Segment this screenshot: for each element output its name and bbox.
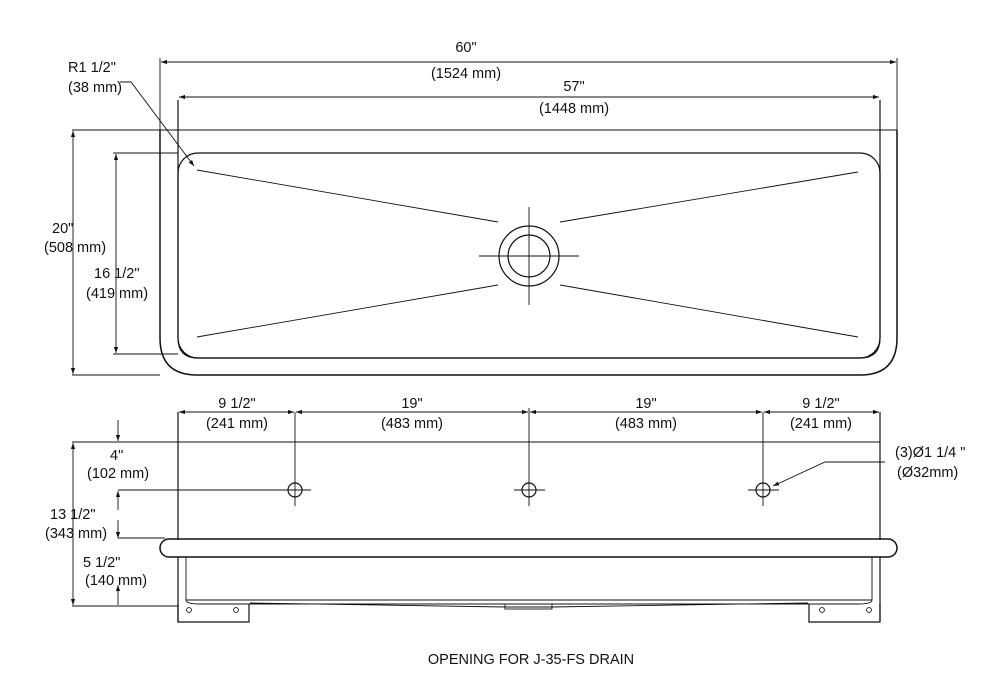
dim-hole-spacing: 9 1/2" (241 mm) 19" (483 mm) 19" (483 mm… — [179, 396, 879, 432]
dim-corner-radius: R1 1/2" (38 mm) — [68, 60, 195, 167]
dim-inner-length: 57" (1448 mm) — [179, 79, 879, 117]
hole-height-metric: (102 mm) — [87, 466, 149, 482]
mounting-bracket-left — [177, 604, 250, 623]
overall-length-label: 60" — [455, 40, 476, 56]
hole-callout-metric: (Ø32mm) — [897, 465, 958, 481]
hole-callout-label: (3)Ø1 1/4 " — [895, 445, 965, 461]
inner-length-metric: (1448 mm) — [539, 101, 609, 117]
dim-hole-callout: (3)Ø1 1/4 " (Ø32mm) — [772, 445, 965, 487]
trough-body — [177, 557, 881, 622]
spacing-4-metric: (241 mm) — [790, 416, 852, 432]
spacing-1-metric: (241 mm) — [206, 416, 268, 432]
dim-overall-length: 60" (1524 mm) — [159, 40, 898, 130]
faucet-hole-left — [280, 475, 311, 506]
front-view: 9 1/2" (241 mm) 19" (483 mm) 19" (483 mm… — [45, 396, 965, 623]
dim-hole-height: 4" (102 mm) — [87, 420, 280, 510]
inner-width-label: 16 1/2" — [94, 266, 139, 282]
spacing-1-label: 9 1/2" — [218, 396, 255, 412]
overall-width-label: 20" — [52, 221, 73, 237]
spacing-2-metric: (483 mm) — [381, 416, 443, 432]
dim-lower-height: 5 1/2" (140 mm) — [72, 520, 178, 607]
inner-width-metric: (419 mm) — [86, 286, 148, 302]
dim-inner-width: 16 1/2" (419 mm) — [86, 152, 178, 355]
overall-width-metric: (508 mm) — [44, 240, 106, 256]
top-view: 60" (1524 mm) 57" (1448 mm) R1 1/2" (38 … — [44, 40, 898, 376]
total-height-label: 13 1/2" — [50, 507, 95, 523]
spacing-3-metric: (483 mm) — [615, 416, 677, 432]
spacing-3-label: 19" — [635, 396, 656, 412]
drawing-caption: OPENING FOR J-35-FS DRAIN — [428, 652, 634, 668]
mounting-bracket-right — [808, 604, 881, 623]
slope-lines — [196, 169, 859, 338]
spacing-4-label: 9 1/2" — [802, 396, 839, 412]
faucet-hole-center — [514, 475, 545, 506]
corner-radius-metric: (38 mm) — [68, 80, 122, 96]
overall-length-metric: (1524 mm) — [431, 66, 501, 82]
dim-total-height: 13 1/2" (343 mm) — [45, 443, 107, 605]
lower-height-label: 5 1/2" — [83, 555, 120, 571]
total-height-metric: (343 mm) — [45, 526, 107, 542]
inner-length-label: 57" — [563, 79, 584, 95]
faucet-hole-right — [748, 475, 779, 506]
spacing-2-label: 19" — [401, 396, 422, 412]
corner-radius-label: R1 1/2" — [68, 60, 116, 76]
trough-outer-outline — [159, 130, 898, 376]
lower-height-metric: (140 mm) — [85, 573, 147, 589]
trough-basin-rim — [177, 152, 881, 359]
hole-height-label: 4" — [110, 448, 123, 464]
dim-overall-width: 20" (508 mm) — [44, 131, 160, 376]
drain-opening — [479, 207, 579, 305]
front-rim — [159, 538, 898, 558]
